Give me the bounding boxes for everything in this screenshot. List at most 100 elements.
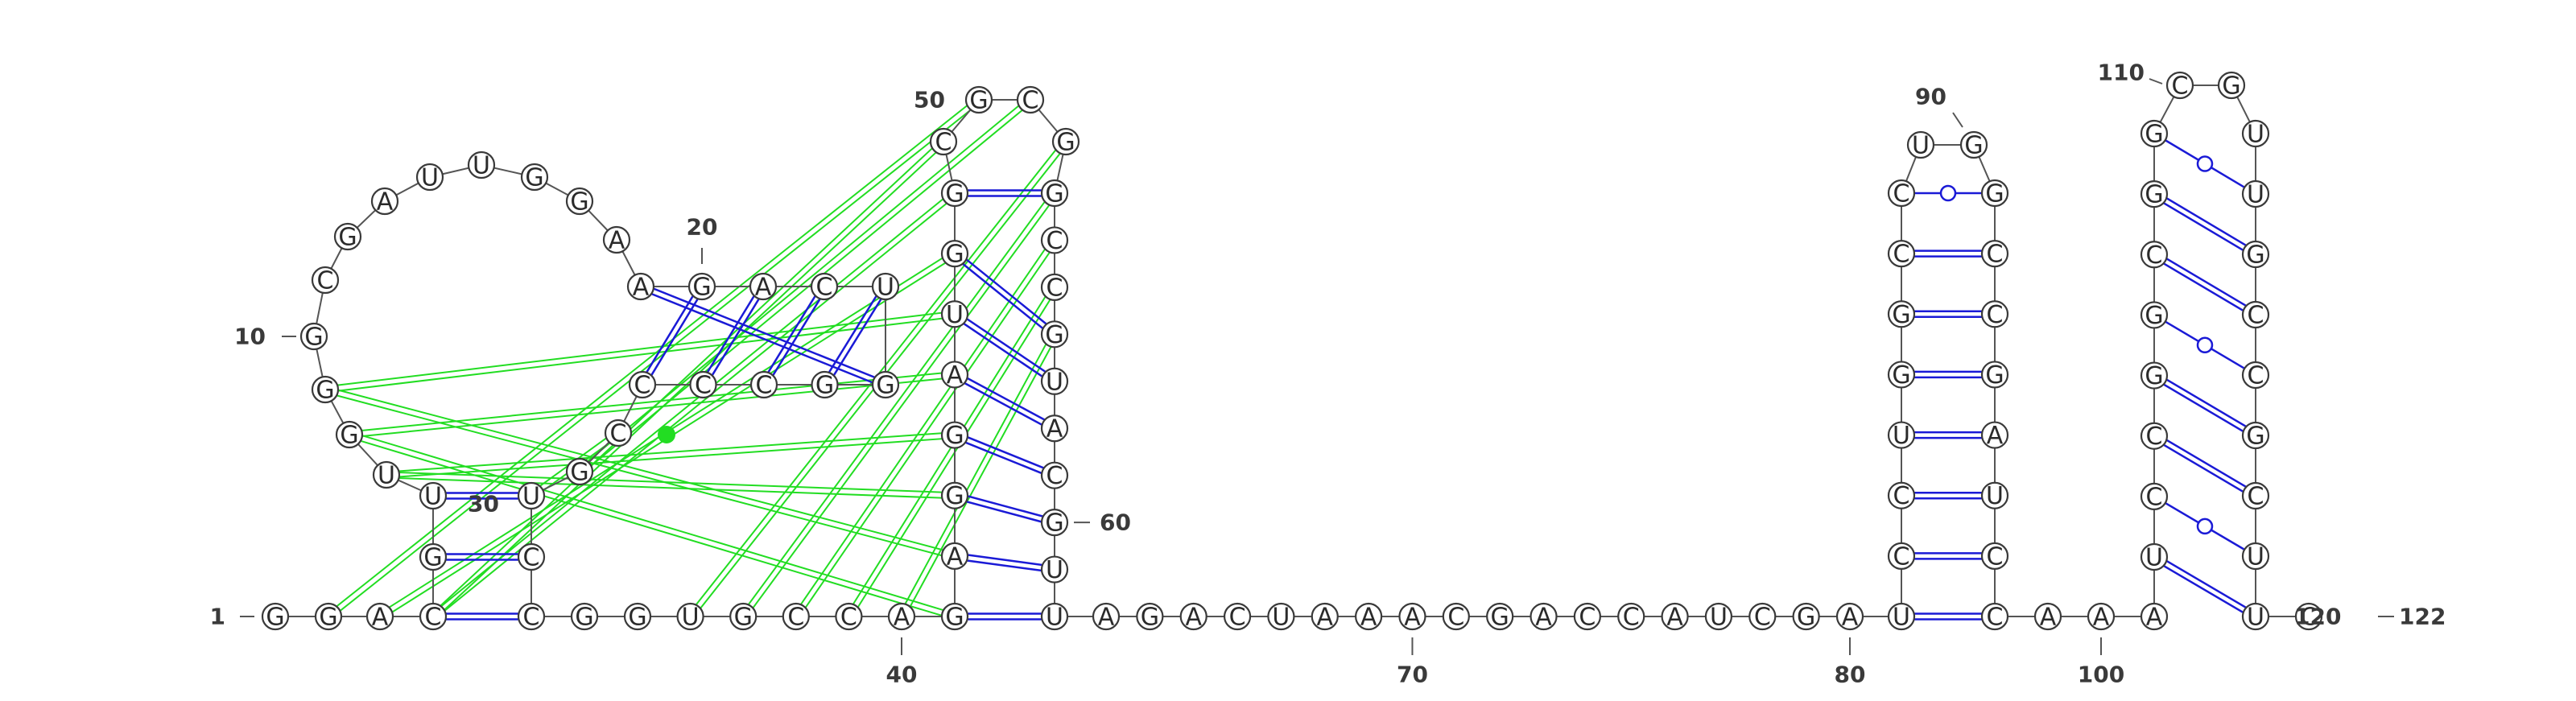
nucleotide-letter: U (1046, 604, 1063, 632)
nucleotide-letter: G (1892, 361, 1910, 390)
nucleotide-letter: C (2146, 423, 2163, 451)
nucleotide-letter: A (947, 361, 964, 390)
nucleotide-letter: G (628, 604, 646, 632)
nucleotide-letter: U (522, 483, 540, 511)
nucleotide-letter: A (1046, 415, 1063, 443)
backbone-path (275, 85, 2309, 617)
nucleotide: A (2033, 602, 2062, 632)
base-pair (433, 612, 531, 621)
position-label: 120 (2294, 604, 2341, 630)
nucleotide-letter: C (1893, 241, 1910, 269)
nucleotide-letter: U (946, 301, 964, 329)
nucleotide-letter: A (1987, 422, 2004, 450)
nucleotide-letter: U (2247, 121, 2264, 149)
nucleotide: G (311, 375, 340, 405)
nucleotide: G (1040, 509, 1069, 538)
nucleotide: G (940, 421, 969, 450)
nucleotide-letter: U (421, 164, 439, 192)
nucleotide: C (628, 370, 657, 400)
nucleotide-letter: C (1022, 87, 1039, 115)
nucleotide: U (2241, 119, 2270, 149)
position-tick (1952, 112, 1963, 128)
position-label: 110 (2098, 60, 2145, 86)
nucleotide-letter: C (695, 372, 712, 400)
nucleotide-letter: C (1046, 274, 1063, 302)
nucleotide: A (626, 272, 655, 302)
nucleotide-letter: G (1985, 180, 2004, 208)
nucleotide-letter: A (609, 227, 625, 255)
nucleotide: C (604, 419, 633, 448)
nucleotide-letter: G (969, 87, 988, 115)
nucleotide-letter: U (378, 462, 395, 490)
nucleotide-letter: U (424, 483, 442, 511)
tertiary-interaction (386, 431, 956, 479)
nucleotide-letter: C (1893, 180, 1910, 208)
nucleotide-letter: C (2146, 483, 2163, 511)
nucleotide: U (1906, 130, 1935, 160)
nucleotide-letter: G (1141, 604, 1159, 632)
nucleotide-letter: G (692, 274, 711, 302)
base-pair (2152, 191, 2258, 258)
nucleotide: C (419, 602, 448, 632)
base-pair (639, 282, 887, 389)
nucleotide: G (299, 322, 328, 352)
nucleotide: U (2140, 542, 2169, 572)
base-pair (1901, 491, 1995, 500)
nucleotide: G (1040, 179, 1069, 208)
nucleotide-letter: G (570, 459, 588, 487)
position-label: 20 (687, 214, 718, 241)
nucleotide: G (1051, 127, 1080, 157)
nucleotide: C (1442, 602, 1470, 632)
base-pair (952, 371, 1057, 432)
nucleotide-letter: A (947, 542, 964, 571)
nucleotide: A (1311, 602, 1339, 632)
nucleotide: G (811, 370, 839, 400)
nucleotide-letter: A (633, 274, 650, 302)
nucleotide-letter: C (787, 604, 804, 632)
nucleotide: A (1355, 602, 1383, 632)
nucleotide: C (782, 602, 810, 632)
nucleotide: G (565, 187, 594, 216)
nucleotide: A (365, 602, 394, 632)
nucleotide: C (2165, 71, 2194, 101)
nucleotide-letter: U (1893, 422, 1910, 450)
nucleotide: G (1887, 300, 1916, 329)
nucleotide: C (1748, 602, 1777, 632)
nucleotide: G (1980, 361, 2009, 390)
nucleotide: U (676, 602, 704, 632)
nucleotide-letter: G (1985, 361, 2004, 390)
position-label: 60 (1100, 509, 1131, 536)
nucleotide-letter: G (2145, 362, 2163, 390)
nucleotide: G (314, 602, 343, 632)
nucleotide: C (2241, 481, 2270, 511)
nucleotide: C (929, 127, 958, 157)
nucleotide-letter: G (2246, 423, 2264, 451)
tertiary-interaction (386, 471, 956, 500)
nucleotide: A (1179, 602, 1208, 632)
nucleotide-letter: U (1272, 604, 1290, 632)
nucleotide: A (1040, 414, 1069, 443)
nucleotide-letter: C (1447, 604, 1464, 632)
nucleotide: A (2087, 602, 2116, 632)
nucleotide: A (2140, 602, 2169, 632)
tertiary-marker (658, 426, 675, 443)
nucleotide-letter: C (1893, 482, 1910, 510)
nucleotide: U (940, 300, 969, 329)
nucleotide: U (1704, 602, 1733, 632)
nucleotide: C (1980, 602, 2009, 632)
nucleotide-letter: G (2145, 181, 2163, 209)
nucleotide-letter: G (876, 372, 894, 400)
nucleotide: U (2241, 179, 2270, 209)
nucleotide: G (1980, 179, 2009, 208)
nucleotide-letter: G (266, 604, 284, 632)
nucleotide: A (1530, 602, 1558, 632)
base-pair (2152, 432, 2258, 500)
nucleotide: U (1980, 481, 2009, 510)
tertiary-interaction (326, 97, 981, 620)
nucleotide-letter: G (2246, 241, 2264, 270)
nucleotide-letter: G (945, 422, 964, 450)
nucleotide: A (1398, 602, 1426, 632)
nucleotide-letter: A (755, 274, 772, 302)
